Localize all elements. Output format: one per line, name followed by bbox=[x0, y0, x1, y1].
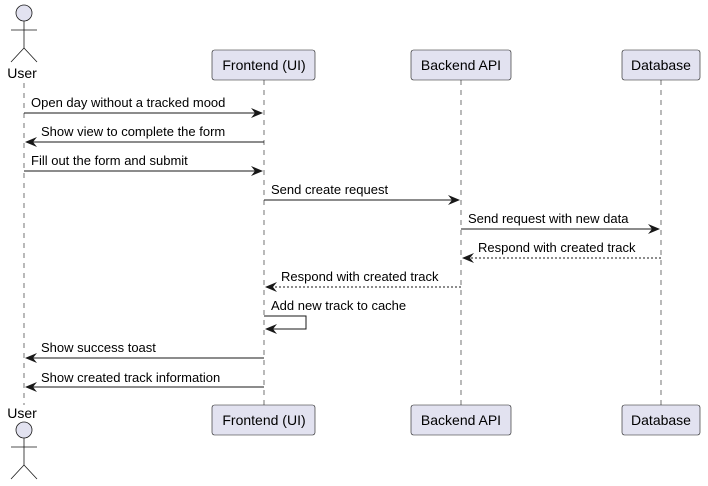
actor-user-top: User bbox=[7, 4, 38, 81]
message-5: Send request with new data bbox=[461, 211, 660, 234]
participant-backend-bottom: Backend API bbox=[410, 404, 512, 436]
participant-frontend-top: Frontend (UI) bbox=[211, 49, 316, 81]
message-label: Show success toast bbox=[41, 340, 156, 355]
message-1: Open day without a tracked mood bbox=[24, 95, 263, 118]
message-10: Show created track information bbox=[25, 370, 264, 392]
participant-backend-label: Backend API bbox=[421, 412, 501, 428]
participant-frontend-label: Frontend (UI) bbox=[222, 412, 305, 428]
message-label: Send request with new data bbox=[468, 211, 629, 226]
message-label: Send create request bbox=[271, 182, 388, 197]
message-label: Respond with created track bbox=[281, 269, 439, 284]
message-8-self: Add new track to cache bbox=[264, 298, 406, 334]
actor-user-label-bottom: User bbox=[7, 405, 37, 421]
message-label: Show view to complete the form bbox=[41, 124, 225, 139]
participant-backend-label: Backend API bbox=[421, 57, 501, 73]
message-6: Respond with created track bbox=[462, 240, 661, 263]
participant-database-label: Database bbox=[631, 57, 691, 73]
message-3: Fill out the form and submit bbox=[24, 153, 263, 176]
message-2: Show view to complete the form bbox=[25, 124, 264, 147]
message-9: Show success toast bbox=[25, 340, 264, 363]
message-label: Add new track to cache bbox=[271, 298, 406, 313]
participant-database-top: Database bbox=[621, 49, 701, 81]
participant-database-bottom: Database bbox=[621, 404, 701, 436]
actor-head-icon bbox=[15, 4, 33, 22]
actor-head-icon bbox=[15, 421, 33, 439]
message-label: Respond with created track bbox=[478, 240, 636, 255]
participant-frontend-bottom: Frontend (UI) bbox=[211, 404, 316, 436]
message-label: Fill out the form and submit bbox=[31, 153, 188, 168]
message-7: Respond with created track bbox=[265, 269, 461, 292]
message-label: Open day without a tracked mood bbox=[31, 95, 225, 110]
participant-database-label: Database bbox=[631, 412, 691, 428]
actor-user-label-top: User bbox=[7, 65, 37, 81]
actor-user-bottom: User bbox=[7, 405, 38, 480]
message-4: Send create request bbox=[264, 182, 460, 205]
message-label: Show created track information bbox=[41, 370, 220, 385]
participant-backend-top: Backend API bbox=[410, 49, 512, 81]
participant-frontend-label: Frontend (UI) bbox=[222, 57, 305, 73]
